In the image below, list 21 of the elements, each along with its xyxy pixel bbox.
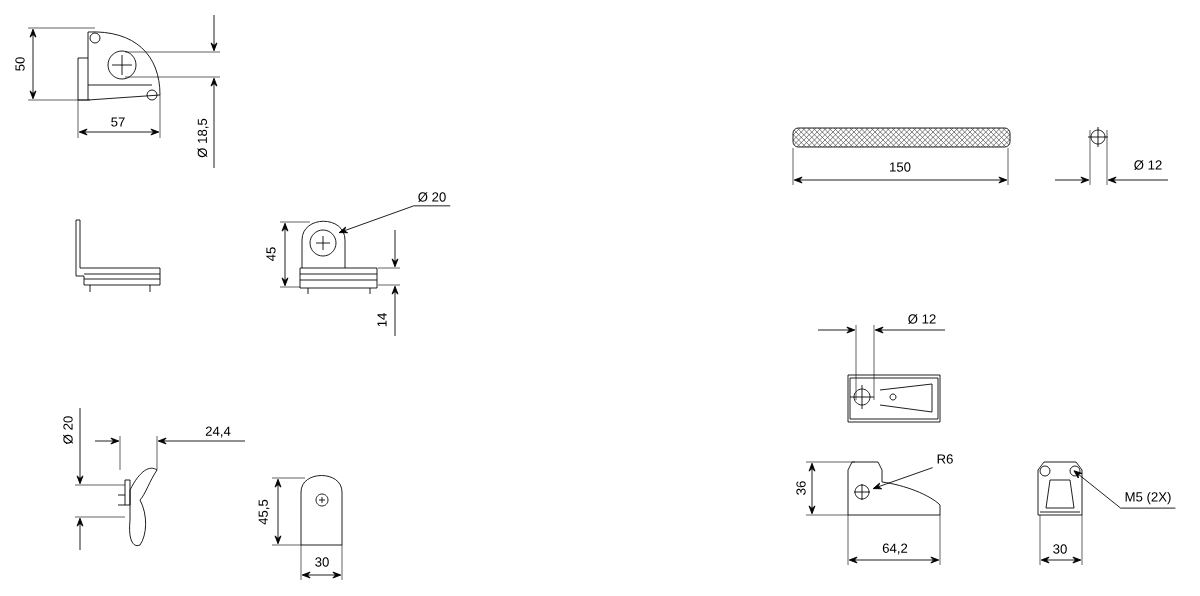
dimension-label: 36 xyxy=(796,481,806,495)
dimension-label: 45 xyxy=(266,247,276,262)
leader-line xyxy=(1073,470,1176,509)
dimension-label: 64,2 xyxy=(882,543,908,555)
leader-line xyxy=(338,205,451,234)
leader-label: M5 (2X) xyxy=(1125,491,1171,505)
leader-label: Ø 20 xyxy=(418,192,446,202)
dimension-label: 45,5 xyxy=(258,499,270,525)
dimension-label: Ø 18,5 xyxy=(197,118,209,158)
leader-label: R6 xyxy=(937,454,953,464)
dimension-label: 24,4 xyxy=(205,426,231,438)
dimension-label: Ø 20 xyxy=(63,416,73,444)
dimension-label: Ø 12 xyxy=(908,314,936,324)
dimension-label: 50 xyxy=(15,57,25,71)
leader-line xyxy=(872,467,934,490)
dimension-label: 150 xyxy=(890,162,911,172)
dimension-label: 14 xyxy=(377,313,387,327)
dimension-label: Ø 12 xyxy=(1134,160,1162,170)
dimension-label: 57 xyxy=(111,117,125,127)
dimension-label: 30 xyxy=(1053,544,1067,554)
dimension-label: 30 xyxy=(315,557,329,567)
